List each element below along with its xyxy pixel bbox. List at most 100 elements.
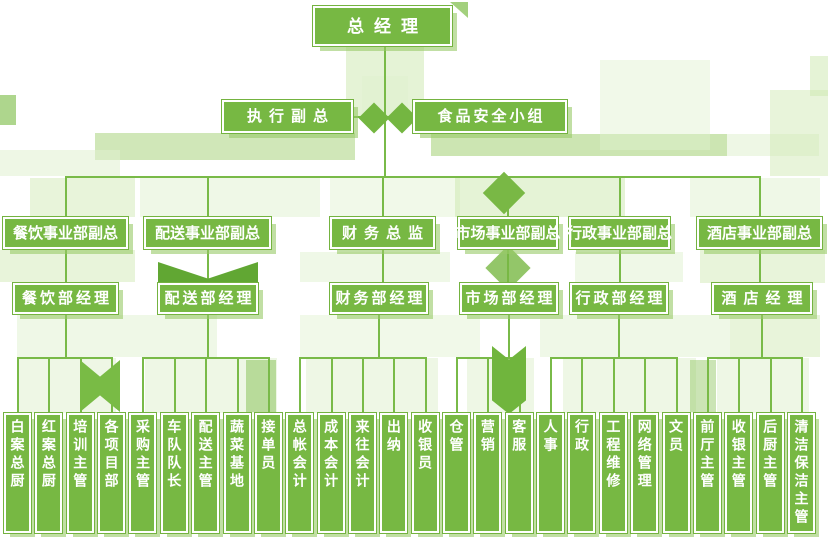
node-label: 清洁保洁主管 bbox=[793, 419, 810, 527]
node-label: 采购主管 bbox=[134, 419, 151, 491]
node-general-manager: 总经理 bbox=[313, 6, 452, 46]
connector-line-vertical bbox=[174, 357, 176, 413]
connector-line-vertical bbox=[550, 357, 552, 413]
connector-line-vertical bbox=[206, 249, 209, 283]
node-staff: 白案总厨 bbox=[4, 413, 31, 533]
node-label: 出纳 bbox=[385, 419, 402, 455]
node-label: 仓管 bbox=[448, 419, 465, 455]
decor-rect bbox=[700, 250, 825, 283]
node-label: 成本会计 bbox=[323, 419, 340, 491]
connector-line-vertical bbox=[205, 357, 207, 413]
node-deputy-2: 配送事业部副总 bbox=[144, 217, 271, 249]
node-staff: 培训主管 bbox=[66, 413, 94, 533]
connector-line-vertical bbox=[378, 314, 380, 358]
node-label: 配送部经理 bbox=[164, 290, 255, 307]
staff-row: 白案总厨红案总厨培训主管各项目部采购主管车队队长配送主管蔬菜基地接单员总帐会计成… bbox=[4, 413, 815, 533]
node-label: 餐饮部经理 bbox=[21, 290, 112, 307]
node-label: 文员 bbox=[668, 419, 685, 455]
node-label: 工程维修 bbox=[605, 419, 622, 491]
connector-line-vertical bbox=[676, 357, 678, 413]
decor-rect bbox=[30, 178, 135, 217]
node-manager-3: 财务部经理 bbox=[330, 283, 428, 314]
decor-rect bbox=[140, 178, 320, 217]
decor-rect bbox=[717, 358, 809, 413]
connector-line-vertical bbox=[618, 176, 621, 217]
node-label: 蔬菜基地 bbox=[229, 419, 246, 491]
node-deputy-1: 餐饮事业部副总 bbox=[3, 217, 128, 249]
node-label: 收银员 bbox=[417, 419, 434, 473]
connector-line-vertical bbox=[206, 176, 209, 217]
node-staff: 工程维修 bbox=[599, 413, 627, 533]
node-food-safety-group: 食品安全小组 bbox=[413, 100, 567, 133]
decor-rect bbox=[0, 250, 135, 282]
decor-rect bbox=[600, 60, 710, 150]
connector-line-vertical bbox=[64, 249, 67, 283]
node-label: 来往会计 bbox=[354, 419, 371, 491]
node-staff: 总帐会计 bbox=[286, 413, 314, 533]
node-label: 总帐会计 bbox=[291, 419, 308, 491]
connector-line-vertical bbox=[362, 357, 364, 413]
decor-rect bbox=[575, 252, 683, 282]
node-label: 配送主管 bbox=[197, 419, 214, 491]
connector-line-vertical bbox=[48, 357, 50, 413]
connector-line-vertical bbox=[299, 357, 301, 413]
decor-rect bbox=[455, 178, 625, 217]
node-label: 执行副总 bbox=[246, 108, 335, 125]
node-executive-vice-president: 执行副总 bbox=[222, 100, 353, 133]
decor-polygon bbox=[450, 2, 468, 18]
node-label: 配送事业部副总 bbox=[154, 224, 260, 242]
node-deputy-3: 财务总监 bbox=[330, 217, 435, 249]
node-label: 行政部经理 bbox=[575, 290, 666, 307]
node-staff: 蔬菜基地 bbox=[223, 413, 251, 533]
connector-line-vertical bbox=[707, 357, 709, 413]
node-label: 后厨主管 bbox=[762, 419, 779, 491]
node-staff: 收银员 bbox=[411, 413, 439, 533]
decor-rect bbox=[690, 178, 820, 217]
node-label: 财务总监 bbox=[341, 224, 430, 242]
connector-line-horizontal bbox=[707, 357, 802, 359]
connector-line-vertical bbox=[738, 357, 740, 413]
connector-line-vertical bbox=[207, 314, 209, 358]
node-label: 前厅主管 bbox=[699, 419, 716, 491]
connector-line-vertical bbox=[142, 357, 144, 413]
connector-line-vertical bbox=[487, 357, 489, 413]
decor-rect bbox=[330, 178, 460, 217]
connector-line-vertical bbox=[237, 357, 239, 413]
decor-rect bbox=[770, 90, 828, 176]
node-label: 红案总厨 bbox=[40, 419, 57, 491]
node-staff: 红案总厨 bbox=[35, 413, 63, 533]
connector-line-vertical bbox=[761, 314, 763, 358]
node-staff: 成本会计 bbox=[317, 413, 345, 533]
connector-line-vertical bbox=[613, 357, 615, 413]
node-staff: 网络管理 bbox=[631, 413, 659, 533]
decor-rect bbox=[727, 134, 819, 156]
node-label: 行政 bbox=[573, 419, 590, 455]
decor-rect bbox=[540, 315, 730, 357]
connector-line-vertical bbox=[618, 314, 620, 358]
node-staff: 接单员 bbox=[254, 413, 282, 533]
node-staff: 出纳 bbox=[380, 413, 408, 533]
node-label: 财务部经理 bbox=[335, 290, 426, 307]
node-label: 酒店经理 bbox=[721, 290, 810, 307]
connector-line-vertical bbox=[64, 176, 67, 217]
node-label: 营销 bbox=[479, 419, 496, 455]
node-label: 行政事业部副总 bbox=[567, 224, 673, 242]
node-deputy-4: 市场事业部副总 bbox=[456, 217, 561, 249]
decor-rect bbox=[95, 133, 355, 160]
connector-line-vertical bbox=[758, 249, 761, 283]
connector-line-vertical bbox=[393, 357, 395, 413]
node-label: 餐饮事业部副总 bbox=[12, 224, 118, 242]
node-staff: 各项目部 bbox=[98, 413, 126, 533]
node-deputy-5: 行政事业部副总 bbox=[567, 217, 673, 249]
connector-line-vertical bbox=[770, 357, 772, 413]
node-staff: 人事 bbox=[537, 413, 565, 533]
node-label: 白案总厨 bbox=[9, 419, 26, 491]
node-staff: 清洁保洁主管 bbox=[787, 413, 815, 533]
node-label: 客服 bbox=[511, 419, 528, 455]
node-label: 总经理 bbox=[347, 16, 428, 36]
connector-line-vertical bbox=[508, 314, 510, 358]
connector-line-horizontal bbox=[64, 176, 761, 178]
decor-rect bbox=[300, 315, 480, 357]
node-label: 接单员 bbox=[260, 419, 277, 473]
